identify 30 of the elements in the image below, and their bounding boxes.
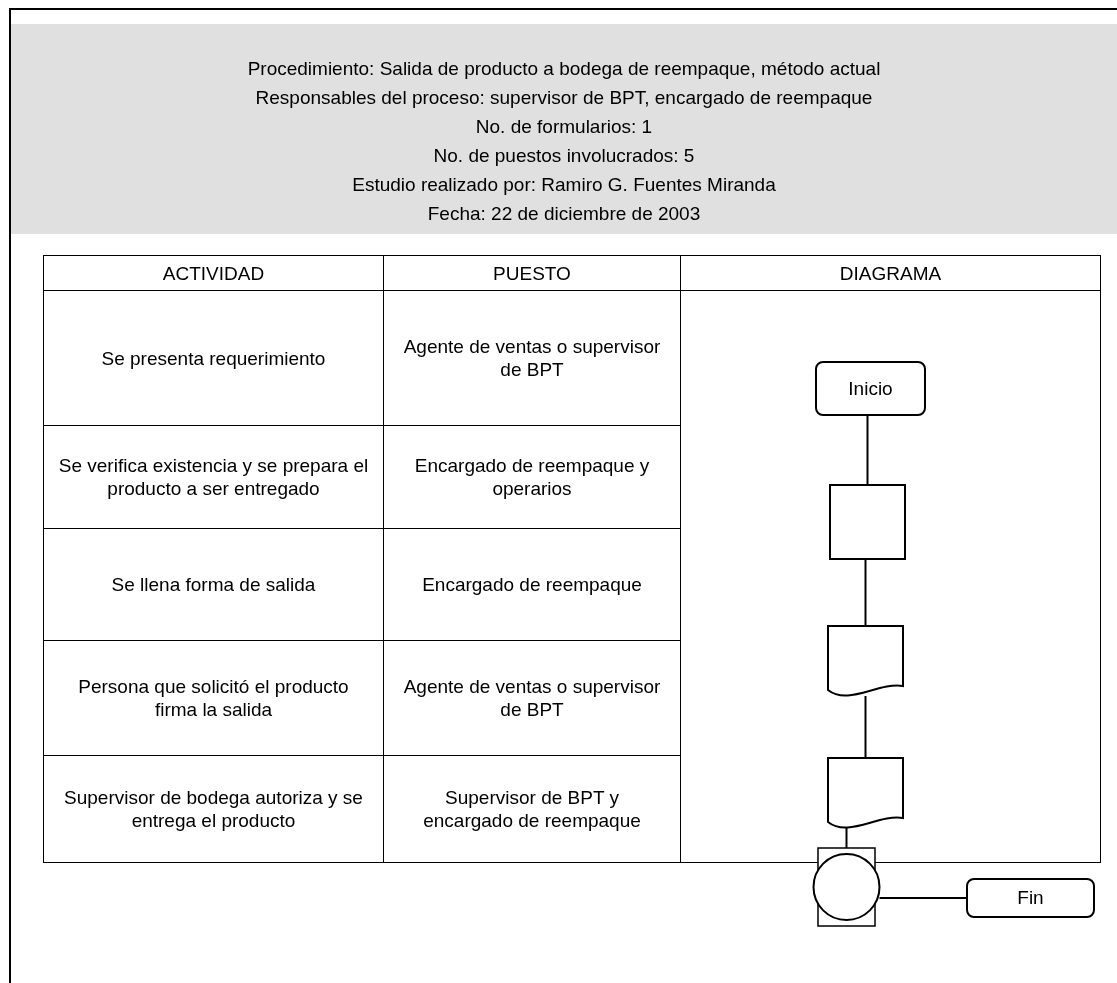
column-header: ACTIVIDAD [162, 261, 265, 285]
terminal-box: Fin [966, 878, 1095, 918]
connector-line [878, 897, 967, 899]
table-cell-text: Encargado de reempaque y operarios [413, 454, 651, 500]
table-cell: Se llena forma de salida [111, 573, 316, 596]
header-line: Estudio realizado por: Ramiro G. Fuentes Miranda [352, 173, 776, 197]
table-cell-text: Agente de ventas o supervisor de BPT [402, 335, 662, 381]
header-line: Responsables del proceso: supervisor de BPT, encargado de reempaque [255, 86, 873, 110]
connector-line [845, 827, 848, 849]
table-cell-text: Supervisor de BPT y encargado de reempaque [422, 786, 642, 832]
connector-line [864, 695, 867, 759]
table-cell: Encargado de reempaque [422, 573, 642, 596]
table-cell-text: Persona que solicitó el producto firma la salida [77, 675, 350, 721]
header-line: No. de puestos involucrados: 5 [433, 144, 695, 168]
column-header: DIAGRAMA [839, 261, 942, 285]
terminal-box: Inicio [815, 361, 926, 416]
header-line: No. de formularios: 1 [475, 115, 653, 139]
table-cell-text: Agente de ventas o supervisor de BPT [402, 675, 662, 721]
inspection-symbol [812, 847, 881, 927]
table-cell-text: Supervisor de bodega autoriza y se entrega el producto [63, 786, 364, 832]
header-line: Fecha: 22 de diciembre de 2003 [427, 202, 701, 226]
table-cell: Se presenta requerimiento [101, 346, 326, 370]
document-symbol [827, 757, 904, 829]
column-header: PUESTO [493, 261, 571, 285]
connector-line [866, 415, 869, 486]
connector-line [864, 558, 867, 627]
process-box [829, 484, 906, 560]
header-line: Procedimiento: Salida de producto a bodega de reempaque, método actual [247, 57, 881, 81]
table-cell: Se verifica existencia y se prepara el producto a ser entregado [58, 454, 369, 500]
document-symbol [827, 625, 904, 697]
